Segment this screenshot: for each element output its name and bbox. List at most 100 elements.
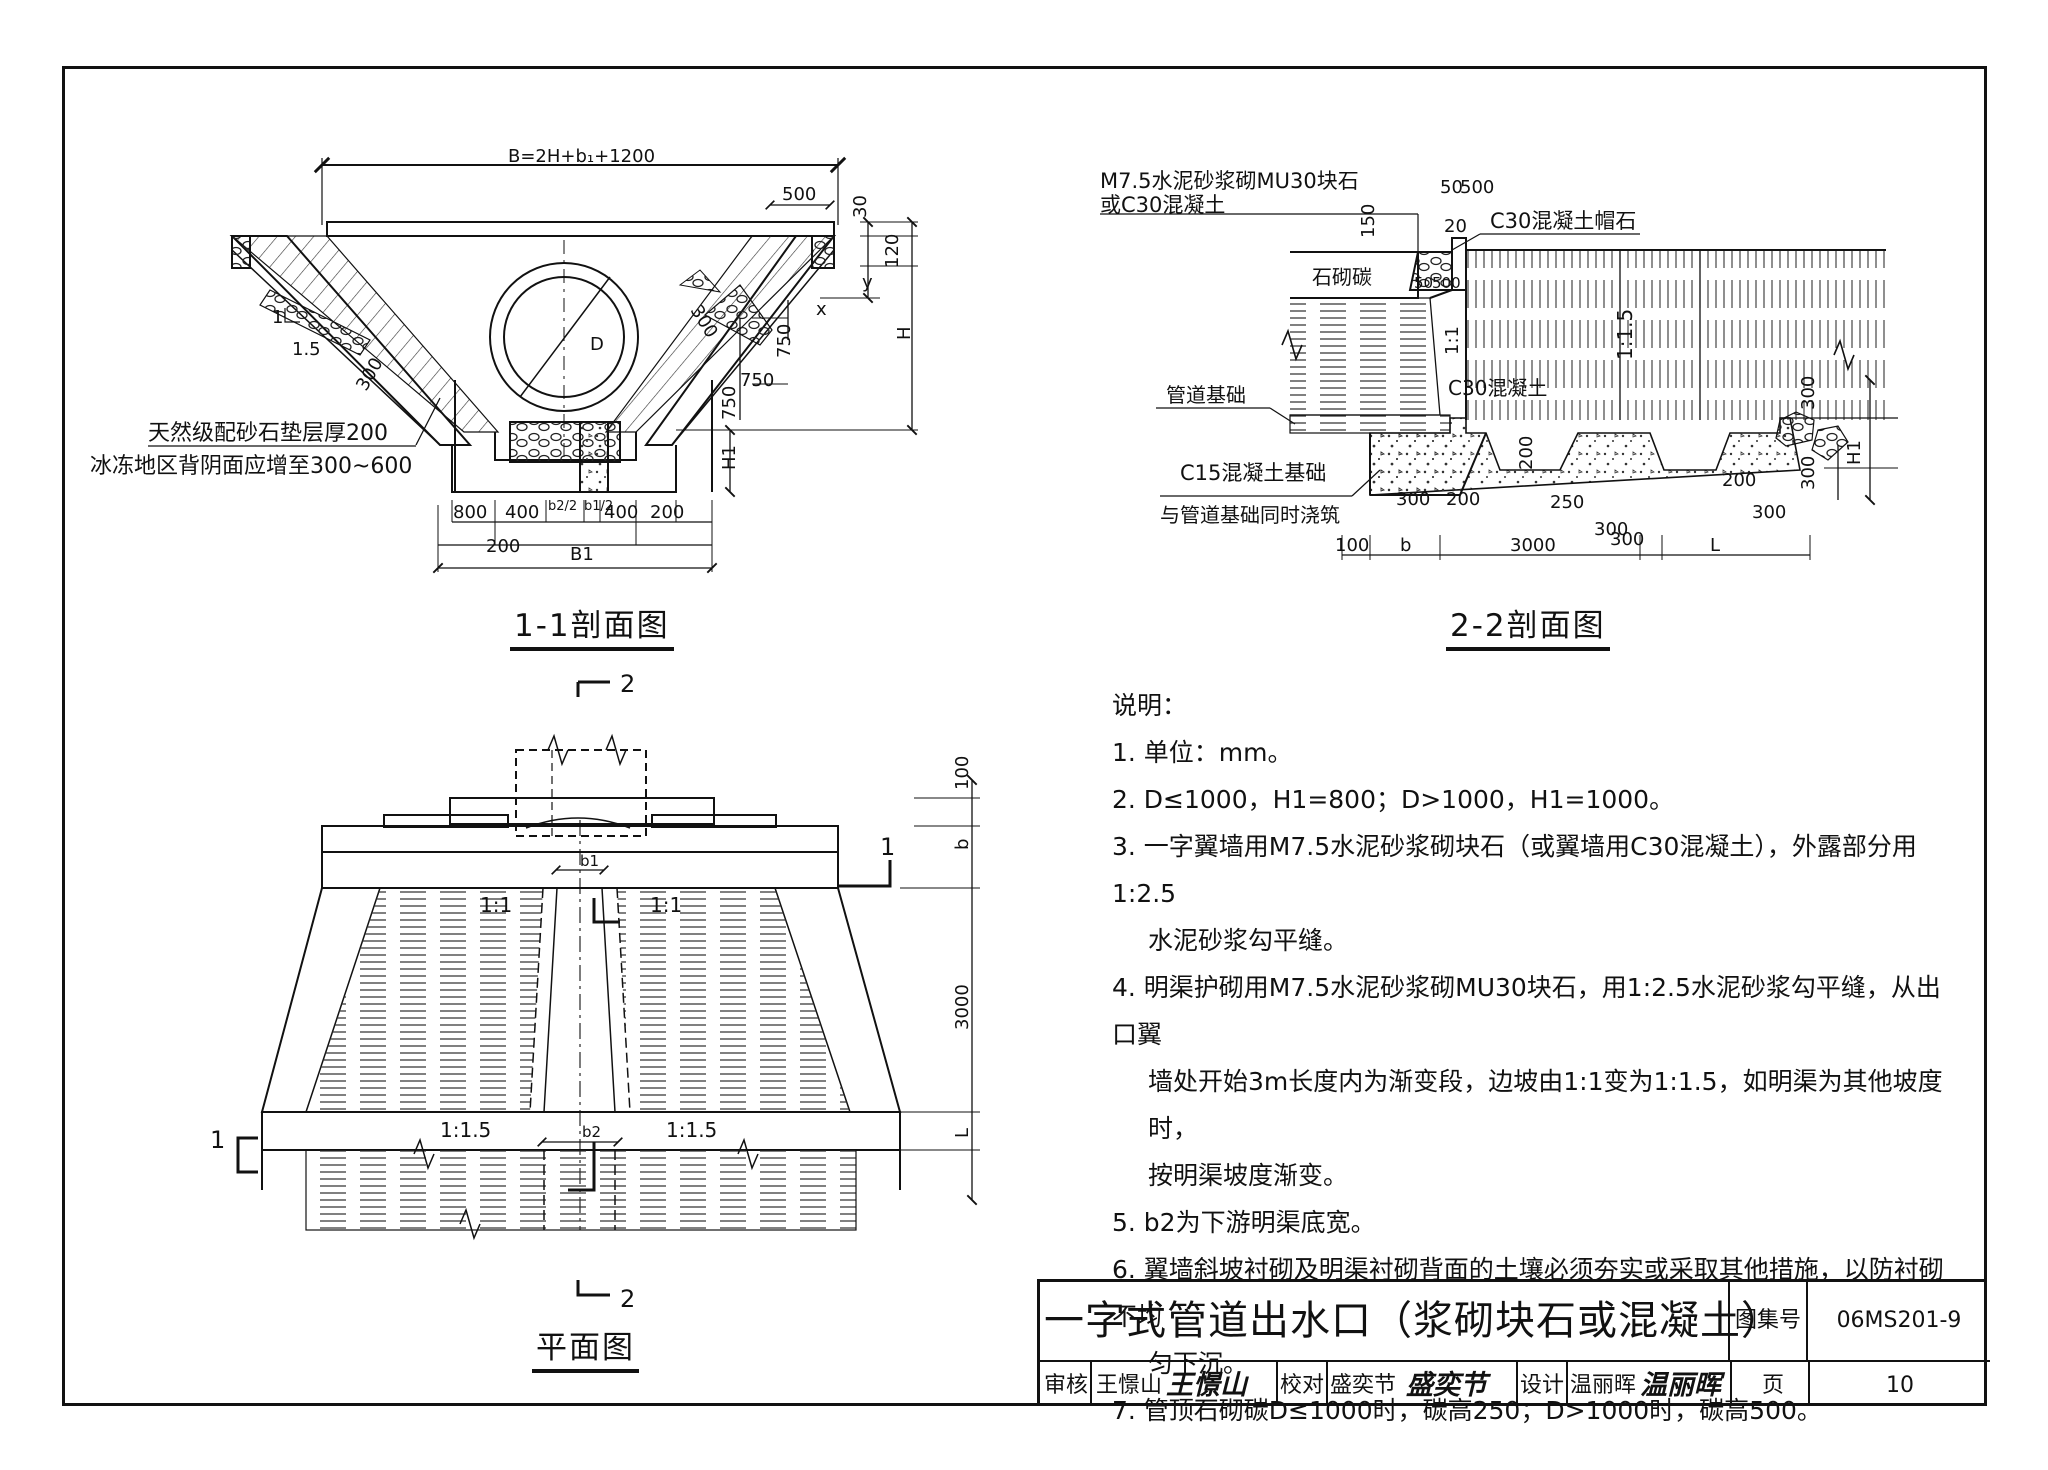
dim-20: 20 [1444,216,1467,237]
dim-H1-2: H1 [1844,440,1865,465]
page-label: 页 [1762,1373,1785,1398]
dim-D: D [590,334,604,355]
dim-b2-half: b2/2 [548,499,577,514]
dim-300-c2: 300 [1752,502,1786,523]
label-pipe-base: 管道基础 [1166,383,1246,407]
dim-b: b [1400,535,1411,556]
notes-block: 说明： 1. 单位：mm。 2. D≤1000，H1=800；D>1000，H1… [1112,682,1962,1434]
dim-H: H [894,326,915,340]
dim-b1-half: b1/2 [584,499,613,514]
dim-400-b: 400 [604,502,638,523]
checker-name: 盛奕节 [1330,1373,1397,1398]
dim-200-a: 200 [650,502,684,523]
section-mark-2-bottom: 2 [620,1285,635,1313]
section-2-2-title: 2-2剖面图 [1446,600,1610,651]
label-cast-together: 与管道基础同时浇筑 [1160,503,1340,527]
dim-50: 50 [1440,177,1463,198]
plan-drawing [236,680,980,1297]
atlas-number: 06MS201-9 [1808,1282,1990,1362]
label-b1: b1 [580,852,599,870]
slope-right-1-1-5: 1:1.5 [666,1118,717,1142]
section-2-2-drawing [1100,213,1898,560]
label-or-concrete: 或C30混凝土 [1100,193,1225,217]
note-item: 5. b2为下游明渠底宽。 [1112,1208,1376,1237]
section-2-2-labels: M7.5水泥砂浆砌MU30块石 或C30混凝土 50 500 20 C30混凝土… [1100,169,1865,556]
section-mark-2-top: 2 [620,670,635,698]
dim-250: 250 [1550,492,1584,513]
note-item: 1. 单位：mm。 [1112,738,1293,767]
drawing-title: 一字式管道出水口（浆砌块石或混凝土） [1040,1282,1781,1362]
dim-200-b: 200 [486,536,520,557]
slope-right-1-1: 1:1 [650,893,682,917]
dim-500: 500 [782,184,816,205]
dim-L: L [1710,535,1720,556]
dim-y: y [862,272,873,293]
checker-signature: 盛奕节 [1406,1370,1487,1401]
dim-500-b: 500 [1432,274,1461,292]
design-label: 设计 [1520,1373,1565,1398]
dim-100: 100 [1335,535,1369,556]
dim-plan-L: L [952,1128,973,1138]
dim-750-a: 750 [774,324,795,358]
dim-50-b: 50 [1414,274,1433,292]
section-1-1-labels: B=2H+b₁+1200 500 30 120 y x H 300 300 75… [90,146,915,565]
drawing-frame [62,66,1987,1406]
slope-1: 1 [272,307,283,328]
dim-30: 30 [850,195,871,218]
dim-plan-3000: 3000 [952,984,973,1030]
slope-1-5: 1.5 [292,339,321,360]
dim-120: 120 [882,234,903,268]
dim-3000: 3000 [1510,535,1556,556]
dim-200-v: 200 [1516,436,1537,470]
dim-H1: H1 [719,445,740,470]
note-item: 2. D≤1000，H1=800；D>1000，H1=1000。 [1112,785,1675,814]
note-item: 4. 明渠护砌用M7.5水泥砂浆砌MU30块石，用1:2.5水泥砂浆勾平缝，从出… [1112,973,1941,1049]
dim-300-a: 300 [1396,489,1430,510]
section-1-1-drawing [229,156,918,574]
reviewer-name: 王憬山 [1096,1373,1163,1398]
dim-top-width: B=2H+b₁+1200 [508,146,655,167]
slope-left-1-1-5: 1:1.5 [440,1118,491,1142]
dim-300-d2: 300 [1610,529,1644,550]
reviewer-signature: 王憬山 [1166,1370,1247,1401]
note-gravel-layer: 天然级配砂石垫层厚200 [148,421,388,446]
section-1-1-title: 1-1剖面图 [510,600,674,651]
note-item: 按明渠坡度渐变。 [1148,1161,1349,1190]
label-cap-stone: C30混凝土帽石 [1490,209,1636,233]
dim-800: 800 [453,502,487,523]
notes-heading: 说明： [1112,691,1188,720]
dim-500-top: 500 [1460,177,1494,198]
label-stone: 石砌碳 [1312,265,1372,289]
section-mark-1-right: 1 [880,833,895,861]
dim-200-a2: 200 [1446,489,1480,510]
note-item: 墙处开始3m长度内为渐变段，边坡由1:1变为1:1.5，如明渠为其他坡度时， [1148,1067,1943,1143]
note-item: 7. 管顶石砌碳D≤1000时，碳高250；D>1000时，碳高500。 [1112,1396,1822,1425]
dim-plan-b: b [952,839,973,850]
plan-title: 平面图 [532,1322,639,1373]
note-item: 匀下沉。 [1148,1349,1249,1378]
dim-x: x [816,299,827,320]
dim-300-b2: 300 [1594,519,1628,540]
dim-B1: B1 [570,544,594,565]
dim-750-b: 750 [740,370,774,391]
dim-300-v: 300 [1798,376,1819,410]
slope-left-1-1: 1:1 [480,893,512,917]
plan-labels: 2 2 1 1 b1 b2 1:1 1:1 1:1.5 1:1.5 100 b … [210,670,973,1313]
review-label: 审核 [1044,1373,1089,1398]
section-mark-1-left: 1 [210,1126,225,1154]
label-c15-base: C15混凝土基础 [1180,461,1326,485]
label-b2: b2 [582,1123,601,1141]
designer-signature: 温丽晖 [1640,1370,1721,1401]
note-frost-area: 冰冻地区背阴面应增至300~600 [90,454,412,479]
dim-300-v2: 300 [1798,456,1819,490]
note-item: 水泥砂浆勾平缝。 [1148,926,1349,955]
atlas-label: 图集号 [1730,1282,1808,1362]
check-label: 校对 [1280,1373,1325,1398]
dim-750-c: 750 [719,386,740,420]
dim-plan-100: 100 [952,756,973,790]
note-item: 3. 一字翼墙用M7.5水泥砂浆砌块石（或翼墙用C30混凝土），外露部分用1:2… [1112,832,1917,908]
label-c30-concrete: C30混凝土 [1448,376,1547,400]
designer-name: 温丽晖 [1570,1373,1637,1398]
slope-1-1: 1:1 [1442,326,1463,355]
